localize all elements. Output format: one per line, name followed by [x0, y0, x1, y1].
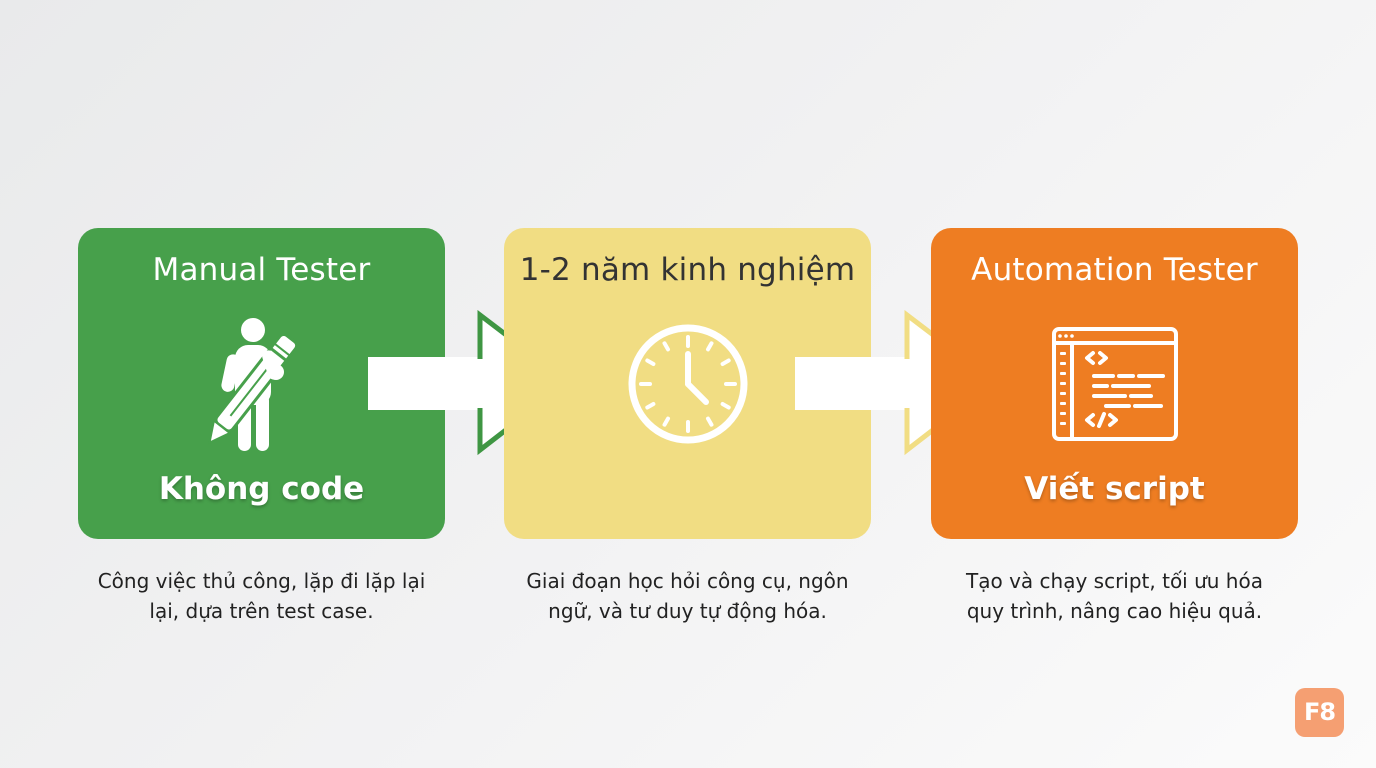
code-window-icon	[1051, 327, 1178, 441]
step-title: Automation Tester	[971, 252, 1258, 288]
step-title: 1-2 năm kinh nghiệm	[519, 252, 856, 288]
description-line: Giai đoạn học hỏi công cụ, ngôn	[526, 569, 849, 593]
step-card-automation-tester: Automation Tester	[931, 228, 1298, 539]
step-description-automation: Tạo và chạy script, tối ưu hóa quy trình…	[931, 566, 1298, 626]
clock-icon	[628, 324, 747, 444]
description-line: quy trình, nâng cao hiệu quả.	[966, 599, 1263, 623]
step-subtitle: Viết script	[1024, 471, 1205, 507]
description-line: Tạo và chạy script, tối ưu hóa	[966, 569, 1263, 593]
step-subtitle: Không code	[158, 471, 365, 507]
step-title: Manual Tester	[152, 252, 371, 288]
person-pencil-icon	[207, 318, 298, 451]
description-line: ngữ, và tư duy tự động hóa.	[548, 599, 827, 623]
step-description-experience: Giai đoạn học hỏi công cụ, ngôn ngữ, và …	[504, 566, 871, 626]
step-description-manual: Công việc thủ công, lặp đi lặp lại lại, …	[78, 566, 445, 626]
description-line: Công việc thủ công, lặp đi lặp lại	[97, 569, 426, 593]
description-line: lại, dựa trên test case.	[149, 599, 374, 623]
f8-logo: F8	[1295, 688, 1344, 737]
